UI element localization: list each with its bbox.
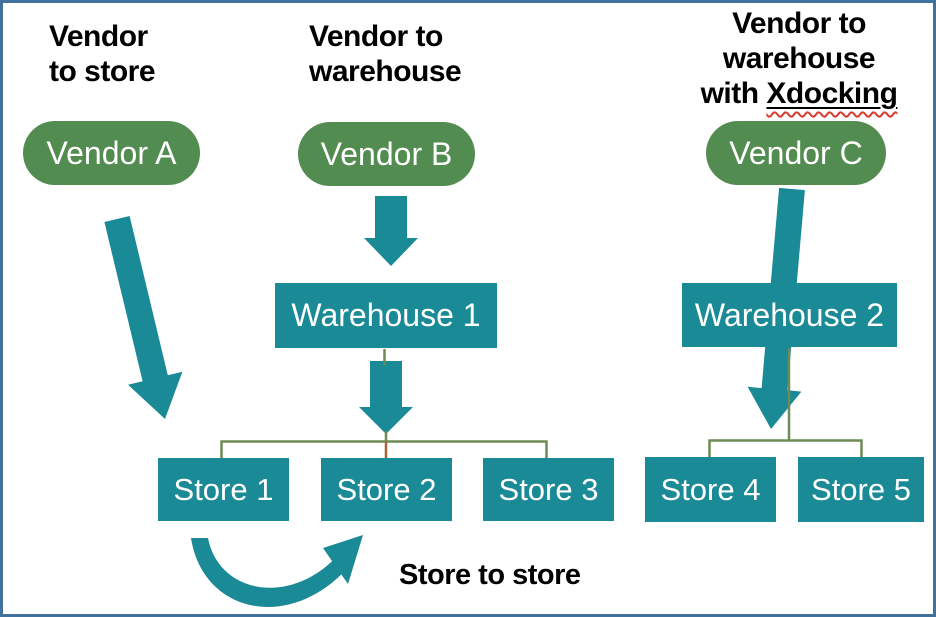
heading-line: Vendor [49, 20, 148, 53]
vendor-b-to-warehouse1-arrow [364, 196, 418, 266]
label-store-to-store: Store to store [399, 559, 581, 591]
node-label: Store 3 [498, 471, 599, 507]
heading-line: Vendor to [309, 20, 443, 53]
node-vendor-a: Vendor A [23, 121, 200, 185]
warehouse2-stores-tree-connector [708, 439, 863, 457]
node-label: Vendor B [320, 135, 453, 172]
node-warehouse-1: Warehouse 1 [275, 283, 497, 348]
curved-arrow-head [323, 535, 363, 584]
node-vendor-c: Vendor C [706, 121, 886, 185]
node-store-4: Store 4 [645, 457, 776, 522]
heading-line: warehouse [722, 42, 876, 75]
node-label: Warehouse 1 [291, 297, 481, 333]
node-store-5: Store 5 [798, 457, 924, 522]
node-label: Store 4 [660, 471, 761, 507]
node-store-2: Store 2 [321, 458, 452, 521]
heading-word-with: with [700, 77, 767, 110]
node-store-1: Store 1 [158, 458, 289, 521]
node-label: Store 2 [336, 471, 437, 507]
node-store-3: Store 3 [483, 458, 614, 521]
node-vendor-b: Vendor B [298, 122, 475, 186]
vendor-a-to-store1-arrow [104, 216, 183, 419]
node-label: Store 5 [811, 471, 911, 507]
heading-vendor-to-warehouse: Vendor to warehouse [309, 19, 462, 89]
node-label: Vendor A [46, 134, 177, 171]
store1-to-store2-curved-arrow [191, 535, 363, 607]
heading-vendor-to-warehouse-xdocking: Vendor to warehouse with Xdocking [663, 6, 933, 111]
spellcheck-squiggle: Xdocking [766, 77, 898, 110]
warehouse1-to-stores-arrow [359, 361, 413, 434]
heading-vendor-to-store: Vendor to store [49, 19, 156, 89]
node-label: Store 1 [173, 471, 274, 507]
node-warehouse-2: Warehouse 2 [682, 283, 897, 347]
heading-line: warehouse [309, 55, 462, 88]
warehouse1-stores-tree-connector [220, 440, 548, 458]
heading-line: Vendor to [732, 7, 866, 40]
node-label: Warehouse 2 [694, 296, 885, 333]
curved-arrow-body [191, 538, 351, 607]
heading-word-xdocking: Xdocking [766, 77, 898, 110]
node-label: Vendor C [729, 134, 863, 171]
heading-line: to store [49, 55, 156, 88]
heading-line: with Xdocking [663, 76, 933, 111]
